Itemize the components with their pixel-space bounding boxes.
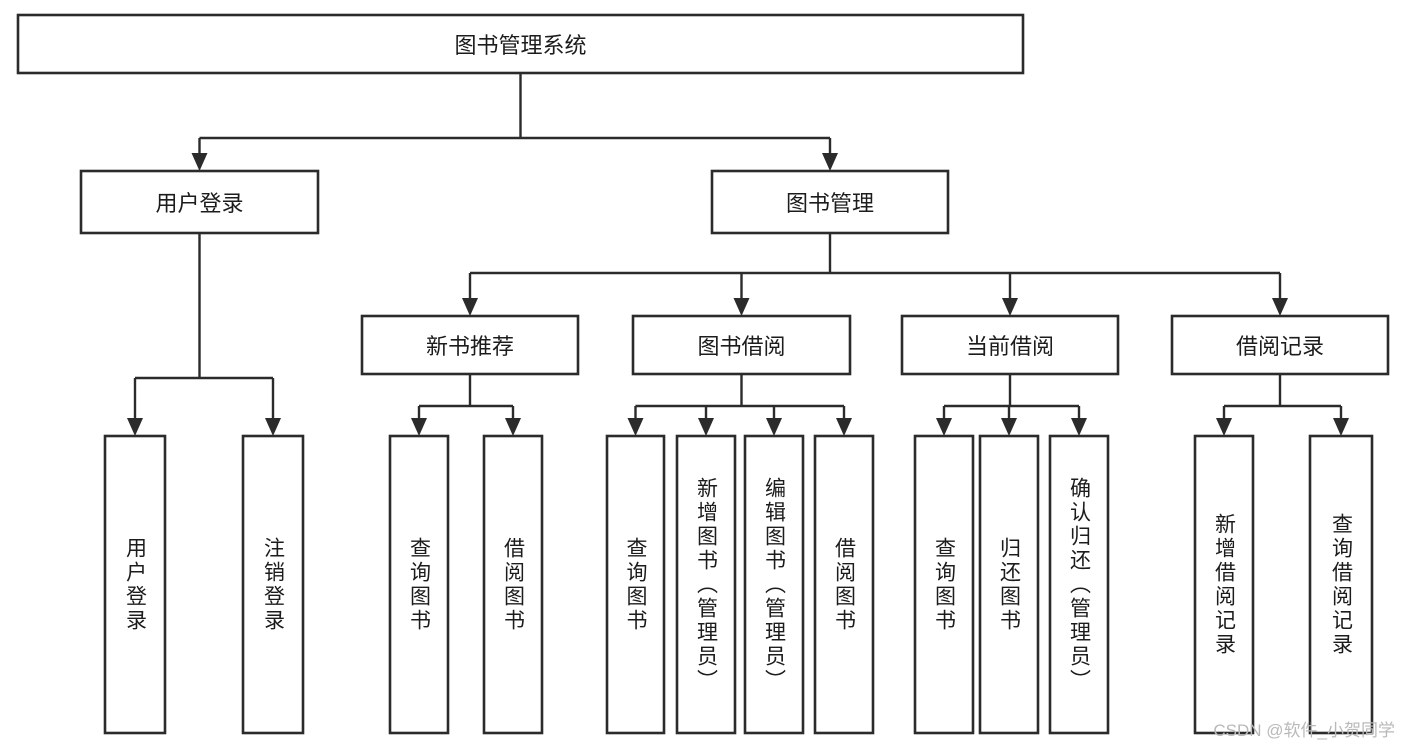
arrow-head-leaf-borrow-book-2 [836, 418, 852, 436]
watermark: CSDN @软件_小贺同学 [1213, 721, 1395, 740]
boxes-layer [16, 13, 1390, 735]
node-box-leaf-query-borrow-record[interactable] [1308, 434, 1374, 735]
arrow-head-leaf-query-book-2 [627, 418, 644, 436]
connectors-layer [127, 73, 1349, 436]
node-box-leaf-user-login[interactable] [103, 434, 167, 735]
arrow-head-book-borrow [733, 298, 750, 316]
node-box-leaf-query-book-3[interactable] [913, 434, 975, 735]
node-box-leaf-add-borrow-record[interactable] [1193, 434, 1255, 735]
arrow-head-leaf-borrow-book-1 [505, 418, 521, 436]
node-box-book-manage[interactable] [710, 169, 950, 235]
arrow-head-new-book-recommend [462, 298, 478, 316]
arrow-head-user-login [191, 153, 208, 171]
node-box-current-borrow[interactable] [900, 314, 1120, 376]
arrow-head-leaf-add-book-admin [698, 418, 714, 436]
node-box-borrow-record[interactable] [1170, 314, 1390, 376]
arrow-head-leaf-add-borrow-record [1216, 418, 1232, 436]
arrow-head-book-manage [822, 153, 838, 171]
node-box-user-login[interactable] [79, 169, 320, 235]
arrow-head-leaf-user-login [127, 418, 143, 436]
node-box-leaf-borrow-book-1[interactable] [482, 434, 544, 735]
arrow-head-leaf-query-book-3 [936, 418, 952, 436]
node-box-leaf-return-book[interactable] [978, 434, 1040, 735]
node-box-leaf-query-book-1[interactable] [388, 434, 450, 735]
arrow-head-current-borrow [1002, 298, 1018, 316]
arrow-head-borrow-record [1272, 298, 1288, 316]
node-box-leaf-confirm-return-admin[interactable] [1048, 434, 1110, 735]
node-box-new-book-recommend[interactable] [360, 314, 580, 376]
arrow-head-leaf-query-book-1 [411, 418, 427, 436]
node-box-leaf-logout-login[interactable] [241, 434, 305, 735]
node-box-leaf-borrow-book-2[interactable] [813, 434, 875, 735]
node-box-root[interactable] [16, 13, 1025, 75]
arrow-head-leaf-query-borrow-record [1333, 418, 1349, 436]
node-box-book-borrow[interactable] [631, 314, 852, 376]
arrow-head-leaf-confirm-return-admin [1071, 418, 1087, 436]
node-box-leaf-add-book-admin[interactable] [675, 434, 737, 735]
node-box-leaf-query-book-2[interactable] [605, 434, 666, 735]
arrow-head-leaf-logout-login [265, 418, 281, 436]
arrow-head-leaf-return-book [1001, 418, 1017, 436]
arrow-head-leaf-edit-book-admin [766, 418, 782, 436]
node-box-leaf-edit-book-admin[interactable] [743, 434, 805, 735]
